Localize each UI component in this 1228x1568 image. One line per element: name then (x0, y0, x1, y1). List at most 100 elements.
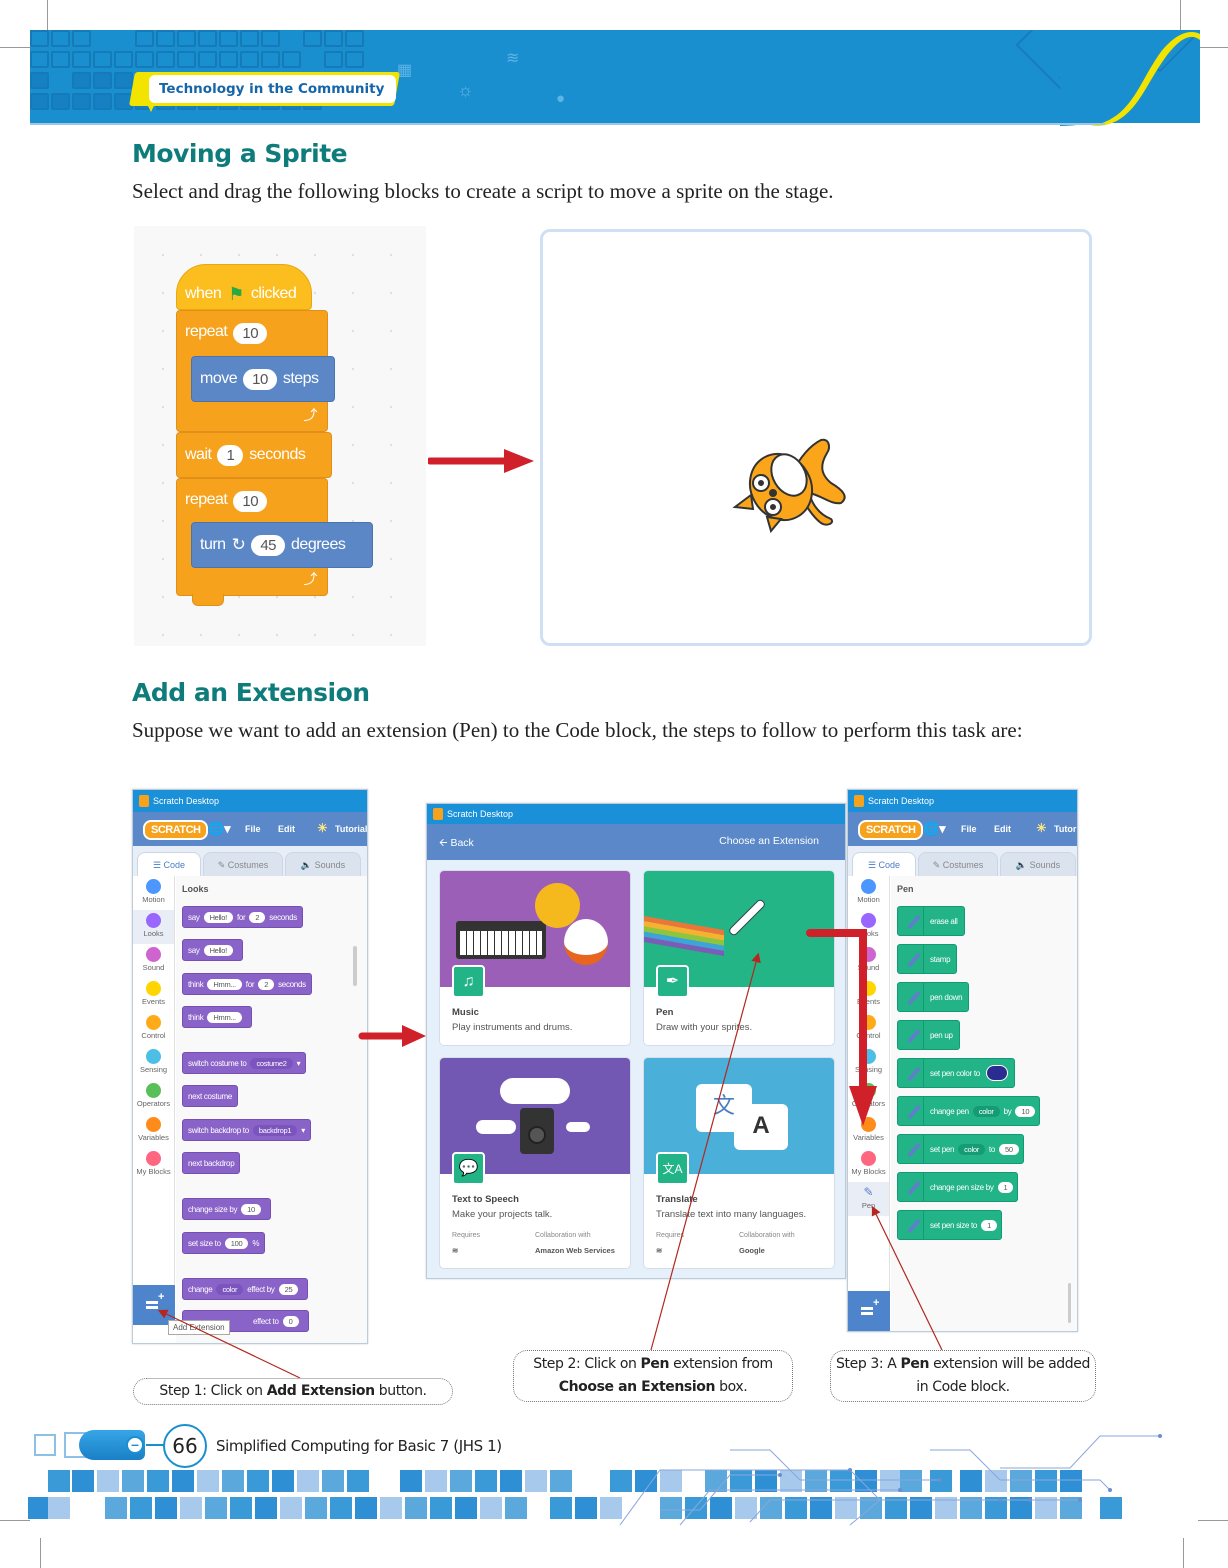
globe-language-icon[interactable]: 🌐▾ (208, 821, 231, 836)
stamp-block[interactable]: stamp (897, 944, 958, 974)
extension-card-translate[interactable]: 文 A 文A Translate Translate text into man… (643, 1057, 835, 1269)
block-input[interactable]: 1 (981, 1219, 997, 1231)
globe-language-icon[interactable]: 🌐▾ (923, 821, 946, 836)
pen-param-dropdown[interactable]: color (972, 1105, 1000, 1117)
tab-code[interactable]: ☰ Code (137, 852, 201, 877)
block-input[interactable]: 2 (249, 911, 266, 923)
tab-code[interactable]: ☰ Code (852, 852, 916, 877)
block-input[interactable]: Hmm... (207, 1011, 242, 1023)
tab-sounds[interactable]: 🔈 Sounds (1000, 852, 1076, 877)
stage-area[interactable] (540, 229, 1092, 646)
turn-degrees-block[interactable]: turn ↻ 45 degrees (191, 522, 373, 568)
category-events[interactable]: Events (133, 978, 174, 1012)
extension-card-music[interactable]: ♫ Music Play instruments and drums. (439, 870, 631, 1046)
move-steps-block[interactable]: move 10 steps (191, 356, 335, 402)
costume-dropdown[interactable]: costume2 (250, 1057, 293, 1069)
category-motion[interactable]: Motion (848, 876, 889, 910)
when-flag-clicked-block[interactable]: when ⚑ clicked (176, 264, 312, 310)
steps-input[interactable]: 10 (243, 368, 277, 390)
tab-sounds[interactable]: 🔈 Sounds (285, 852, 361, 877)
block-input[interactable]: 2 (258, 978, 275, 990)
category-pen[interactable]: ✎Pen (848, 1182, 889, 1216)
block-input[interactable]: 25 (278, 1283, 299, 1295)
palette-scrollbar[interactable] (353, 946, 357, 986)
block-input[interactable]: Hello! (203, 944, 233, 956)
block-input[interactable]: 0 (282, 1315, 299, 1327)
pen-param-dropdown[interactable]: color (958, 1143, 985, 1155)
block-input[interactable]: 10 (1015, 1105, 1036, 1117)
next-costume-block[interactable]: next costume (182, 1085, 238, 1107)
category-my-blocks[interactable]: My Blocks (133, 1148, 174, 1182)
block-label: clicked (250, 285, 297, 302)
menu-tutorials[interactable]: Tutori (1054, 824, 1078, 834)
menu-bar: SCRATCH 🌐▾ File Edit ☀ Tutori (848, 812, 1077, 846)
header-grid-cell (72, 30, 91, 47)
add-extension-button[interactable] (848, 1291, 890, 1331)
category-motion[interactable]: Motion (133, 876, 174, 910)
extension-card-pen[interactable]: ✒ Pen Draw with your sprites. (643, 870, 835, 1046)
palette-title: Pen (897, 884, 914, 894)
block-input[interactable]: Hmm... (207, 978, 242, 990)
crop-mark (1180, 0, 1181, 30)
category-variables[interactable]: Variables (133, 1114, 174, 1148)
tab-costumes[interactable]: ✎ Costumes (918, 852, 998, 877)
repeat-count-input[interactable]: 10 (233, 491, 268, 512)
color-swatch[interactable] (985, 1065, 1008, 1081)
erase-all-block[interactable]: erase all (897, 906, 965, 936)
menu-tutorials[interactable]: Tutorials (335, 824, 368, 834)
category-sound[interactable]: Sound (133, 944, 174, 978)
header-grid-cell (219, 30, 238, 47)
category-looks[interactable]: Looks (133, 910, 174, 944)
category-label: Control (856, 1031, 881, 1040)
scratch-logo[interactable]: SCRATCH (143, 820, 209, 840)
block-input[interactable]: 1 (997, 1181, 1014, 1193)
block-label: set pen (930, 1144, 955, 1154)
set-pen-color-block[interactable]: set pen color to (897, 1058, 1015, 1088)
calculator-icon: ▦ (397, 62, 413, 79)
block-input[interactable]: Hello! (203, 911, 233, 923)
category-my-blocks[interactable]: My Blocks (848, 1148, 889, 1182)
scratch-cat-sprite[interactable] (731, 435, 861, 535)
tab-costumes[interactable]: ✎ Costumes (203, 852, 283, 877)
scratch-logo[interactable]: SCRATCH (858, 820, 924, 840)
pen-up-block[interactable]: pen up (897, 1020, 960, 1050)
pen-icon (898, 1173, 924, 1201)
block-input[interactable]: 10 (241, 1203, 261, 1215)
menu-edit[interactable]: Edit (278, 824, 295, 834)
palette-title: Looks (182, 884, 209, 894)
degrees-input[interactable]: 45 (251, 534, 286, 556)
wait-seconds-block[interactable]: wait 1 seconds (176, 432, 332, 478)
block-input[interactable]: 100 (224, 1237, 249, 1249)
back-button[interactable]: 🡨 Back (439, 835, 474, 853)
effect-dropdown[interactable]: color (216, 1283, 244, 1295)
menu-file[interactable]: File (961, 824, 977, 834)
menu-edit[interactable]: Edit (994, 824, 1011, 834)
palette-scrollbar[interactable] (1068, 1283, 1071, 1323)
category-sensing[interactable]: Sensing (133, 1046, 174, 1080)
extension-card-text-to-speech[interactable]: 💬 Text to Speech Make your projects talk… (439, 1057, 631, 1269)
pen-down-block[interactable]: pen down (897, 982, 970, 1012)
menu-file[interactable]: File (245, 824, 261, 834)
block-input[interactable]: 50 (999, 1143, 1019, 1155)
seconds-input[interactable]: 1 (217, 444, 244, 466)
category-control[interactable]: Control (133, 1012, 174, 1046)
next-backdrop-block[interactable]: next backdrop (182, 1152, 241, 1174)
category-operators[interactable]: Operators (133, 1080, 174, 1114)
category-looks[interactable]: Looks (848, 910, 889, 944)
backdrop-dropdown[interactable]: backdrop1 (252, 1124, 298, 1136)
wifi-icon: ≋ (506, 50, 520, 67)
repeat-count-input[interactable]: 10 (233, 323, 268, 344)
